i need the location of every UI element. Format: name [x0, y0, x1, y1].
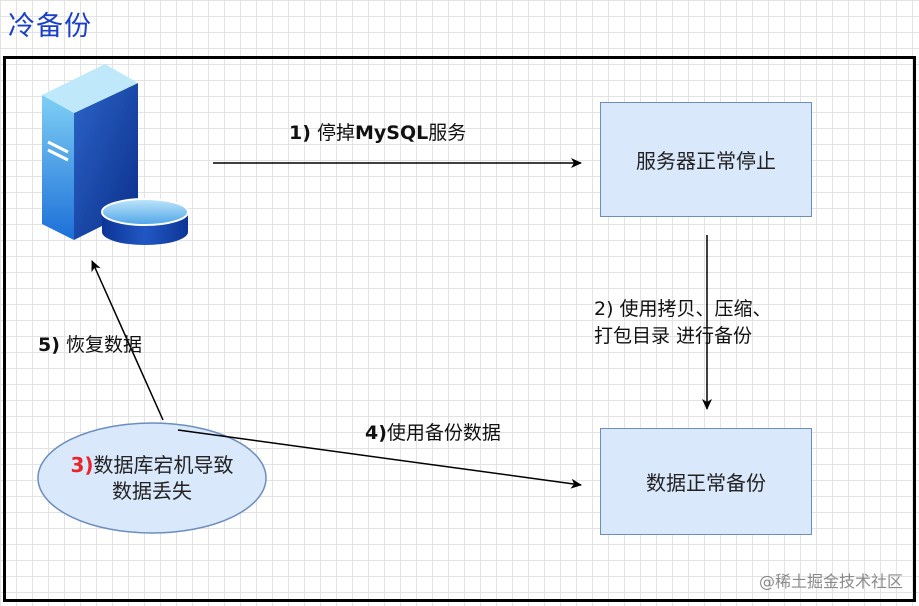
crash-line2: 数据丢失: [112, 479, 192, 503]
crash-line1-row: 3)数据库宕机导致: [70, 452, 233, 478]
step4-text: 使用备份数据: [386, 422, 501, 444]
edge-label-step4: 4)使用备份数据: [365, 418, 501, 445]
backup-normal-node: 数据正常备份: [600, 428, 812, 535]
step2-line1: 2) 使用拷贝、压缩、: [594, 298, 772, 320]
diagram-frame: [3, 56, 916, 602]
server-stopped-node: 服务器正常停止: [600, 102, 812, 217]
database-crash-node: [37, 422, 267, 534]
step1-bold: MySQL: [354, 122, 429, 144]
step1-number: 1): [289, 122, 311, 144]
edge-label-step2: 2) 使用拷贝、压缩、 打包目录 进行备份: [594, 296, 824, 350]
database-crash-label: 3)数据库宕机导致 数据丢失: [38, 423, 266, 533]
step1-text: 停掉: [316, 122, 355, 144]
edge-label-step1: 1) 停掉MySQL服务: [289, 118, 466, 145]
server-database-icon: [42, 64, 189, 245]
step1-suffix: 服务: [428, 122, 467, 144]
watermark: @稀土掘金技术社区: [758, 572, 903, 591]
page-title: 冷备份: [8, 11, 92, 42]
step5-number: 5): [38, 334, 60, 356]
edge-step4: [177, 429, 582, 489]
step4-number: 4): [365, 422, 387, 444]
edge-step5: [91, 260, 164, 421]
step5-text: 恢复数据: [65, 334, 142, 356]
step2-line2: 打包目录 进行备份: [594, 325, 753, 347]
edge-label-step5: 5) 恢复数据: [38, 330, 142, 357]
crash-line1: 数据库宕机导致: [93, 453, 234, 477]
crash-prefix: 3): [70, 453, 94, 477]
